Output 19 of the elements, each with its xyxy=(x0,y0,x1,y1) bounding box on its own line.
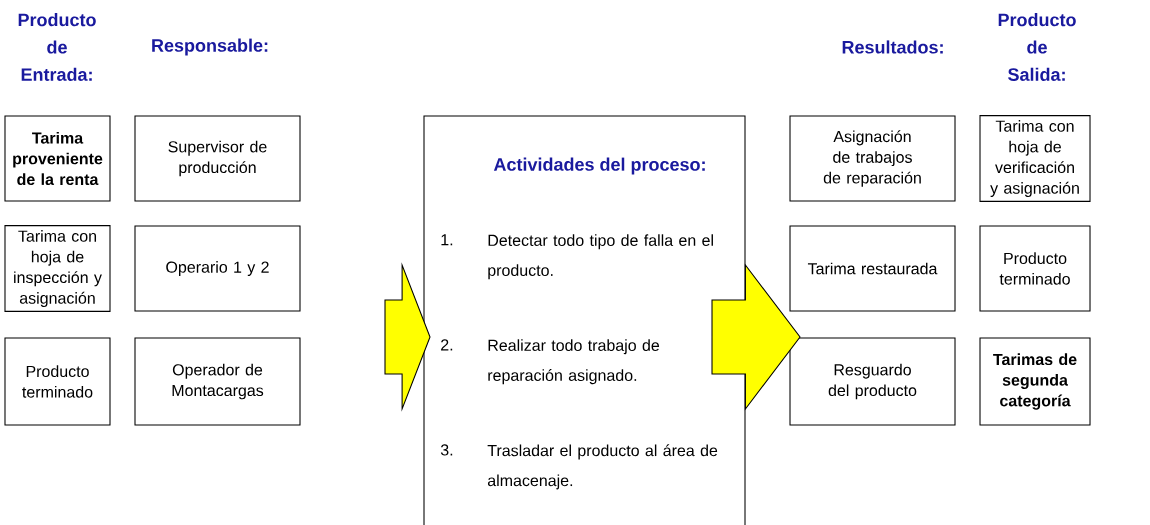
block-arrow xyxy=(384,262,431,412)
process-box: Producto terminado xyxy=(4,337,111,426)
process-box: Asignación de trabajos de reparación xyxy=(789,115,956,202)
process-box: Tarimas de segunda categoría xyxy=(979,337,1091,426)
process-box: Tarima restaurada xyxy=(789,225,956,312)
process-box: Actividades del proceso: 1. Detectar todo tipo de falla en el producto. 2. Realizar todo trabajo de reparación asignado. 3. Trasladar el producto al área de almacenaje. xyxy=(423,115,746,525)
process-box: Producto terminado xyxy=(979,225,1091,312)
process-box: Tarima con hoja de inspección y asignación xyxy=(4,225,111,312)
process-box: Supervisor de producción xyxy=(134,115,301,202)
process-box: Operador de Montacargas xyxy=(134,337,301,426)
block-arrow xyxy=(711,263,801,411)
process-box: Resguardo del producto xyxy=(789,337,956,426)
process-box: Tarima con hoja de verificación y asignación xyxy=(979,115,1091,202)
column-heading: Resultados: xyxy=(842,40,943,54)
column-heading: Producto de Salida: xyxy=(998,13,1076,81)
process-box: Tarima proveniente de la renta xyxy=(4,115,111,202)
column-heading: Responsable: xyxy=(152,38,268,56)
column-heading: Producto de Entrada: xyxy=(18,13,96,81)
process-box: Operario 1 y 2 xyxy=(134,225,301,312)
